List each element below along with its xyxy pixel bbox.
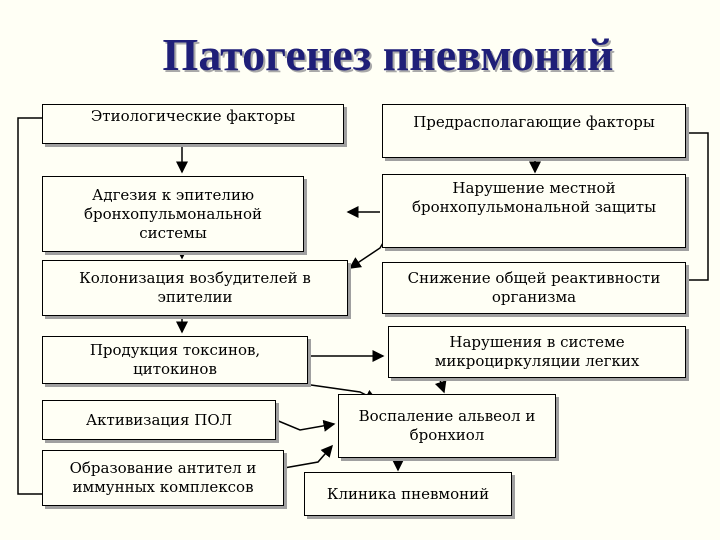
box-adhesion: Адгезия к эпителию бронхопульмональной с… [42,176,304,252]
box-reactivity: Снижение общей реактивности организма [382,262,686,314]
box-lpo: Активизация ПОЛ [42,400,276,440]
right-loop-line [686,132,709,281]
box-local-defense: Нарушение местной бронхопульмональной за… [382,174,686,248]
arrow-micro-inflammation [434,379,447,394]
box-antibodies: Образование антител и иммунных комплексо… [42,450,284,506]
box-clinic: Клиника пневмоний [304,472,512,516]
box-etiological-factors: Этиологические факторы [42,104,344,144]
left-loop-line [17,117,42,495]
box-toxins: Продукция токсинов, цитокинов [42,336,308,384]
box-inflammation: Воспаление альвеол и бронхиол [338,394,556,458]
box-microcirculation: Нарушения в системе микроциркуляции легк… [388,326,686,378]
arrow-lpo-inflammation [275,419,336,432]
page-title: Патогенез пневмоний [162,29,614,80]
box-predisposing-factors: Предрасполагающие факторы [382,104,686,158]
box-colonization: Колонизация возбудителей в эпителии [42,260,348,316]
arrow-antibodies-inflammation [283,444,333,469]
